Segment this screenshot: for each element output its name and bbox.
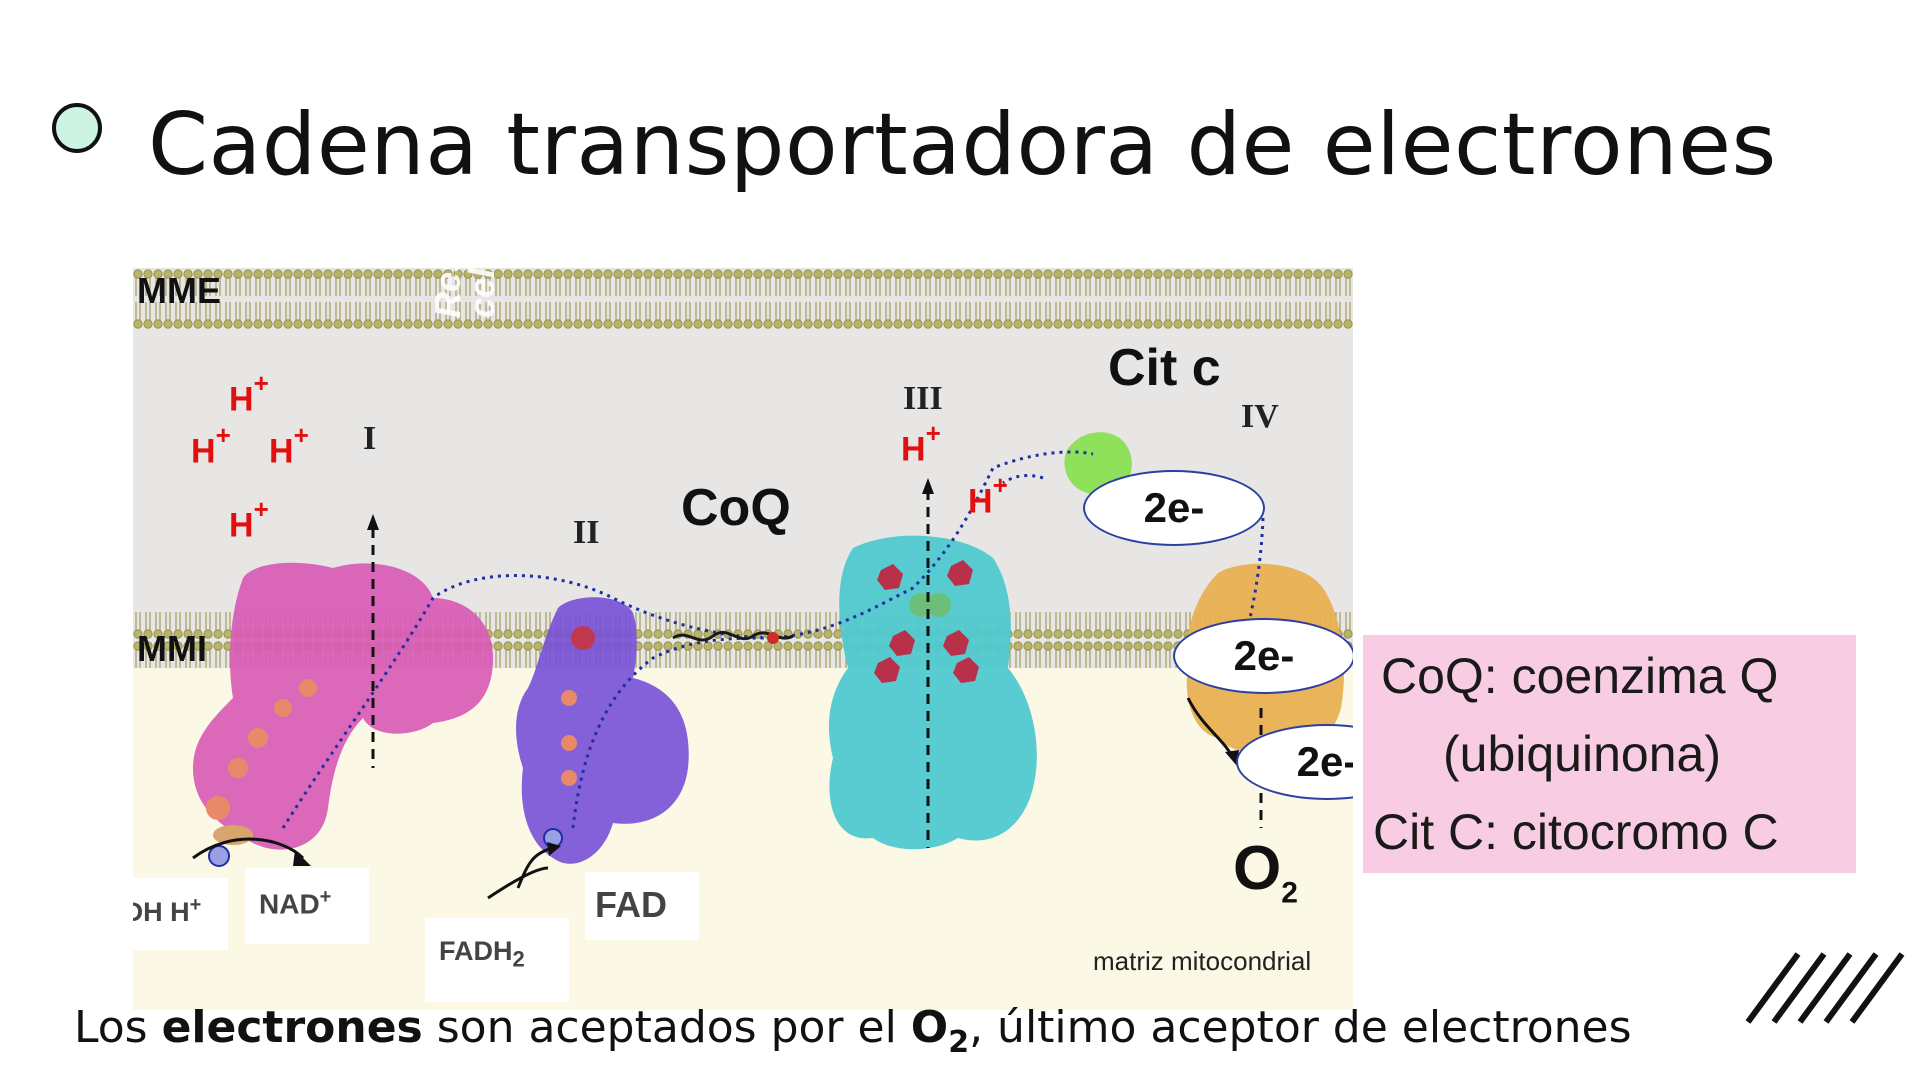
complex-ii-label: II <box>573 514 600 551</box>
legend-citc: Cit C: citocromo C <box>1373 804 1779 860</box>
inner-membrane-label: MMI <box>137 628 207 669</box>
electron-pair-2: 2e- <box>1173 618 1353 694</box>
complex-ii <box>516 597 689 864</box>
proton-2: H+ <box>191 420 231 471</box>
cit-c-label: Cit c <box>1108 339 1221 397</box>
complex-iv-label: IV <box>1241 398 1279 435</box>
legend-coq: CoQ: coenzima Q <box>1381 648 1779 704</box>
outer-membrane-label: MME <box>137 270 221 311</box>
proton-6: H+ <box>968 470 1008 521</box>
decorative-slashes <box>1745 952 1905 1024</box>
coq-label: CoQ <box>681 479 791 537</box>
nadh-label: NADH H+ <box>133 878 228 950</box>
proton-3: H+ <box>269 420 309 471</box>
electron-path <box>281 450 1094 829</box>
proton-4: H+ <box>229 494 269 545</box>
title-bullet <box>52 103 102 153</box>
proton-1: H+ <box>229 368 269 419</box>
fadh2-label: FADH2 <box>425 918 569 1002</box>
oxygen-label: O2 <box>1233 834 1298 910</box>
complex-i-label: I <box>363 420 377 457</box>
outer-membrane <box>133 268 1353 330</box>
matrix-label: matriz mitocondrial <box>1093 946 1312 976</box>
complex-i <box>193 562 493 867</box>
watermark-text: Respiración celular <box>427 268 502 318</box>
proton-5: H+ <box>901 418 941 469</box>
complex-iii-label: III <box>903 380 943 417</box>
slide-title: Cadena transportadora de electrones <box>148 95 1777 195</box>
caption: Los electrones son aceptados por el O2, … <box>74 1002 1632 1060</box>
nad-label: NAD+ <box>245 868 369 944</box>
electron-transport-diagram: MME MMI Respiración celular H+ H+ H+ H+ … <box>133 268 1353 1010</box>
fad-label: FAD <box>585 872 699 940</box>
electron-pair-1: 2e- <box>1083 470 1265 546</box>
legend-box: CoQ: coenzima Q (ubiquinona) Cit C: cito… <box>1363 635 1856 873</box>
legend-ubiquinona: (ubiquinona) <box>1443 726 1721 782</box>
complex-iii <box>828 535 1037 850</box>
